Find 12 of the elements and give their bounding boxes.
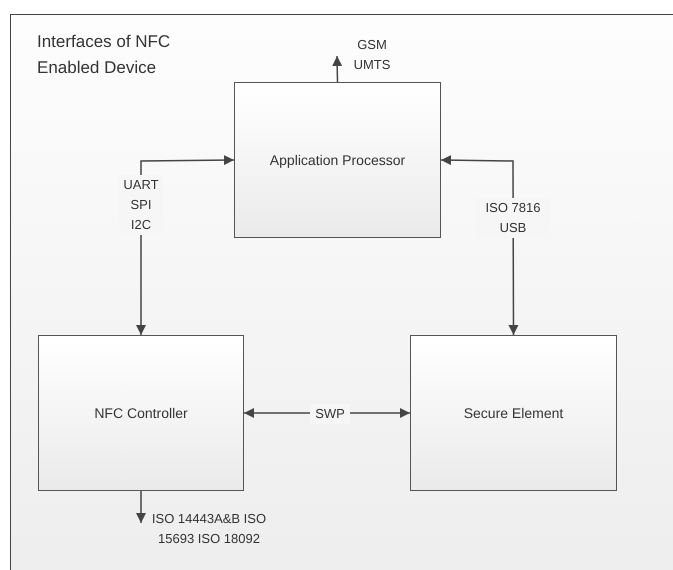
process-box — [234, 82, 441, 238]
edge-label: ISO 14443A&B ISO 15693 ISO 18092 — [150, 510, 268, 548]
connector-arrow — [332, 56, 342, 82]
edge-label: SWP — [310, 404, 350, 424]
process-box — [38, 335, 244, 491]
process-box — [410, 335, 617, 491]
box-label: Secure Element — [464, 404, 564, 422]
diagram-title: Interfaces of NFC Enabled Device — [37, 31, 172, 79]
edge-label: GSM UMTS — [352, 36, 392, 74]
connector-arrow — [136, 491, 146, 523]
box-label: Application Processor — [270, 150, 406, 170]
box-label: NFC Controller — [94, 404, 188, 422]
